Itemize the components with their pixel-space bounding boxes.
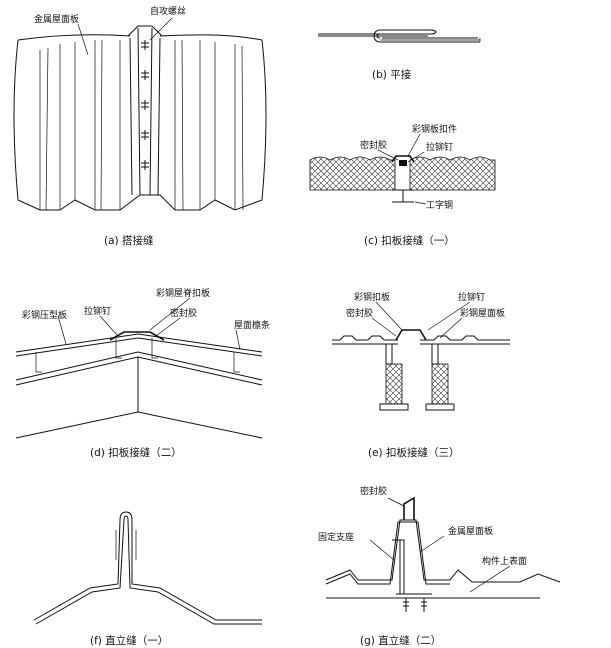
caption-d: (d) 扣板接缝（二） <box>90 446 182 459</box>
label-color-steel-cap: 彩钢板扣件 <box>412 123 457 135</box>
label-sealant: 密封胶 <box>360 485 387 497</box>
label-sealant: 密封胶 <box>346 307 373 319</box>
bolt-icon <box>403 598 427 612</box>
caption-c: (c) 扣板接缝（一） <box>364 234 455 247</box>
screw-icon <box>141 40 149 170</box>
label-pull-rivet: 拉铆钉 <box>84 305 111 317</box>
label-member-top-surface: 构件上表面 <box>482 555 527 567</box>
label-sealant: 密封胶 <box>360 139 387 151</box>
label-metal-roof-sheet: 金属屋面板 <box>448 525 493 537</box>
caption-e: (e) 扣板接缝（三） <box>368 446 460 459</box>
label-pull-rivet: 拉铆钉 <box>426 141 453 153</box>
panel-c-cover-joint-1: 彩钢板扣件 密封胶 拉铆钉 工字钢 (c) 扣板接缝（一） <box>309 123 496 247</box>
caption-f: (f) 直立缝（一） <box>90 634 168 647</box>
panel-b-flat-joint: (b) 平接 <box>318 29 481 81</box>
panel-a-lap-seam: 金属屋面板 自攻螺丝 (a) 搭接缝 <box>13 5 267 247</box>
label-profiled-sheet: 彩钢压型板 <box>22 309 67 321</box>
label-roof-purlin: 屋面檩条 <box>234 319 270 331</box>
caption-a: (a) 搭接缝 <box>104 234 154 247</box>
label-metal-roof-sheet: 金属屋面板 <box>34 13 79 25</box>
caption-b: (b) 平接 <box>372 68 412 81</box>
panel-f-standing-seam-1: (f) 直立缝（一） <box>33 511 262 647</box>
label-fixed-support: 固定支座 <box>318 531 354 543</box>
panel-e-cover-joint-3: 彩钢扣板 拉铆钉 密封胶 彩钢屋面板 (e) 扣板接缝（三） <box>332 291 510 459</box>
label-color-steel-cover: 彩钢扣板 <box>354 291 390 303</box>
label-i-beam: 工字钢 <box>426 199 453 211</box>
label-ridge-cap: 彩钢屋脊扣板 <box>156 287 210 299</box>
label-pull-rivet: 拉铆钉 <box>458 291 485 303</box>
panel-g-standing-seam-2: 密封胶 金属屋面板 固定支座 构件上表面 (g) 直立缝（二） <box>318 485 561 647</box>
caption-g: (g) 直立缝（二） <box>360 634 441 647</box>
label-roof-sheet: 彩钢屋面板 <box>460 307 505 319</box>
label-sealant: 密封胶 <box>170 307 197 319</box>
panel-d-cover-joint-2: 彩钢压型板 拉铆钉 彩钢屋脊扣板 密封胶 屋面檩条 (d) 扣板接缝（二） <box>15 287 270 459</box>
label-self-tapping-screw: 自攻螺丝 <box>150 5 186 17</box>
